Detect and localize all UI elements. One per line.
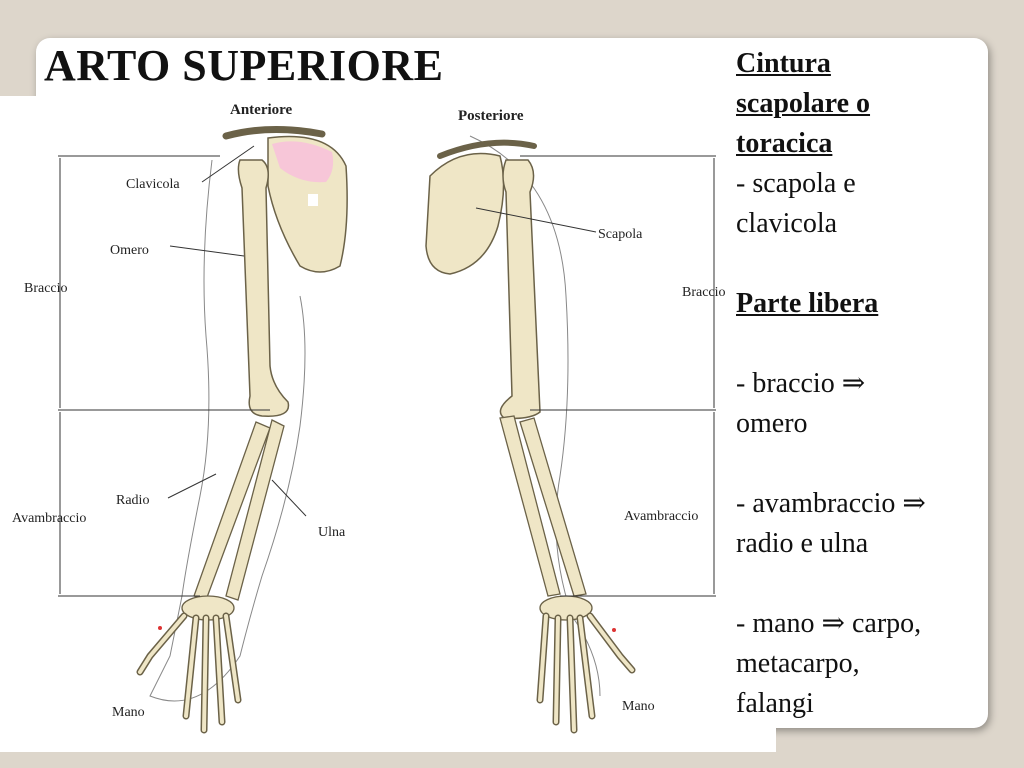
label-omero: Omero [110, 243, 149, 258]
braccio-line1: - braccio ⇒ [736, 364, 1006, 404]
mano-line1: - mano ⇒ carpo, [736, 604, 1006, 644]
arm-diagram: Anteriore Posteriore [0, 96, 776, 752]
heading-cintura-line3: toracica [736, 128, 833, 159]
arm-diagram-svg: Anteriore Posteriore [12, 102, 726, 734]
posterior-scapula-bone [425, 152, 505, 275]
posterior-humerus-bone [499, 159, 541, 420]
posterior-radius-bone [519, 417, 587, 597]
implies-arrow-icon: ⇒ [902, 488, 926, 519]
ulna-bone [225, 419, 285, 601]
anterior-arm [58, 126, 348, 734]
implies-arrow-icon: ⇒ [821, 608, 845, 639]
braccio-line2: omero [736, 408, 808, 439]
avambraccio-line1: - avambraccio ⇒ [736, 484, 1006, 524]
posterior-clavicle-bone [437, 139, 537, 159]
cintura-item-line1: - scapola e [736, 168, 856, 199]
cintura-item-line2: clavicola [736, 208, 838, 239]
posterior-hand [536, 595, 636, 734]
label-ulna: Ulna [318, 525, 346, 540]
humerus-bone [237, 159, 290, 417]
posterior-arm [425, 135, 716, 734]
heading-cintura-line1: Cintura [736, 48, 831, 79]
pink-highlight [272, 141, 334, 183]
heading-cintura-line2: scapolare o [736, 88, 871, 119]
label-avambraccio-left: Avambraccio [12, 511, 86, 526]
anterior-heading: Anteriore [230, 102, 293, 118]
anterior-skin-outline [149, 159, 306, 702]
heading-parte-libera: Parte libera [736, 288, 879, 319]
anterior-hand [136, 595, 242, 734]
posterior-ulna-bone [499, 415, 561, 597]
label-braccio-right: Braccio [682, 285, 726, 300]
avambraccio-line2: radio e ulna [736, 528, 869, 559]
label-braccio-left: Braccio [24, 281, 68, 296]
label-radio: Radio [116, 493, 149, 508]
label-mano-right: Mano [622, 699, 655, 714]
mano-line3: falangi [736, 688, 814, 719]
clavicle-bone [222, 126, 326, 140]
text-panel: Cintura scapolare o toracica - scapola e… [736, 44, 1006, 724]
implies-arrow-icon: ⇒ [841, 368, 866, 399]
label-mano-left: Mano [112, 705, 145, 720]
white-mark [308, 194, 318, 206]
label-avambraccio-right: Avambraccio [624, 509, 698, 524]
page-title: ARTO SUPERIORE [44, 41, 444, 90]
label-clavicola: Clavicola [126, 177, 180, 192]
mano-line2: metacarpo, [736, 648, 860, 679]
label-scapola: Scapola [598, 227, 643, 242]
posterior-heading: Posteriore [458, 108, 524, 124]
